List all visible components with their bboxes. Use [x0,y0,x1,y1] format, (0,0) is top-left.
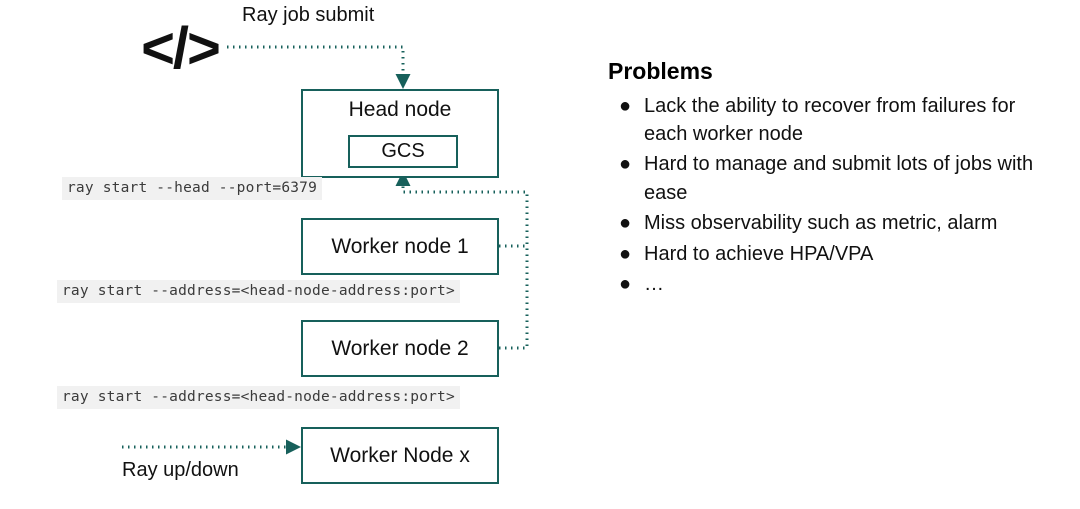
problem-item-text: Lack the ability to recover from failure… [644,94,1016,145]
command-ray-start-head: ray start --head --port=6379 [62,177,323,200]
problem-item-text: … [644,272,664,295]
problem-item-text: Hard to achieve HPA/VPA [644,242,874,265]
problem-item: ● Lack the ability to recover from failur… [608,92,1060,149]
problem-item: ● Hard to manage and submit lots of jobs … [608,150,1060,207]
wire-worker2-to-head [499,246,529,350]
node-worker-x-title: Worker Node x [330,443,470,467]
label-ray-job-submit: Ray job submit [242,4,375,26]
node-worker-1[interactable]: Worker node 1 [301,218,499,275]
node-worker-2-title: Worker node 2 [331,336,469,360]
bullet-icon: ● [619,94,632,117]
command-ray-start-address-1: ray start --address=<head-node-address:p… [57,280,460,303]
problem-item: ● Miss observability such as metric, alar… [608,209,1060,237]
node-head[interactable]: Head node GCS [301,89,499,178]
bullet-icon: ● [619,272,632,295]
node-head-title: Head node [348,98,452,121]
problem-item: ● Hard to achieve HPA/VPA [608,240,1060,268]
ray-cluster-diagram: </> Ray job submit Ray up/down Head node… [57,4,529,484]
problem-item-text: Miss observability such as metric, alarm [644,212,998,235]
label-ray-up-down: Ray up/down [122,459,239,481]
node-gcs[interactable]: GCS [348,135,458,168]
node-gcs-title: GCS [381,140,425,162]
problem-item: ●… [608,270,1060,298]
command-ray-start-address-2: ray start --address=<head-node-address:p… [57,386,460,409]
bullet-icon: ● [619,153,632,176]
bullet-icon: ● [619,212,632,235]
problems-heading: Problems [608,58,713,84]
code-icon: </> [141,16,221,81]
bullet-icon: ● [619,242,632,265]
node-worker-2[interactable]: Worker node 2 [301,320,499,377]
problem-item-text: Hard to manage and submit lots of jobs w… [644,153,1034,204]
problems-list: ● Lack the ability to recover from failur… [608,92,1060,299]
problems-panel: Problems ● Lack the ability to recover fr… [608,58,1060,300]
node-worker-x[interactable]: Worker Node x [301,427,499,484]
wire-ray-job-submit [227,45,411,89]
node-worker-1-title: Worker node 1 [331,234,469,258]
